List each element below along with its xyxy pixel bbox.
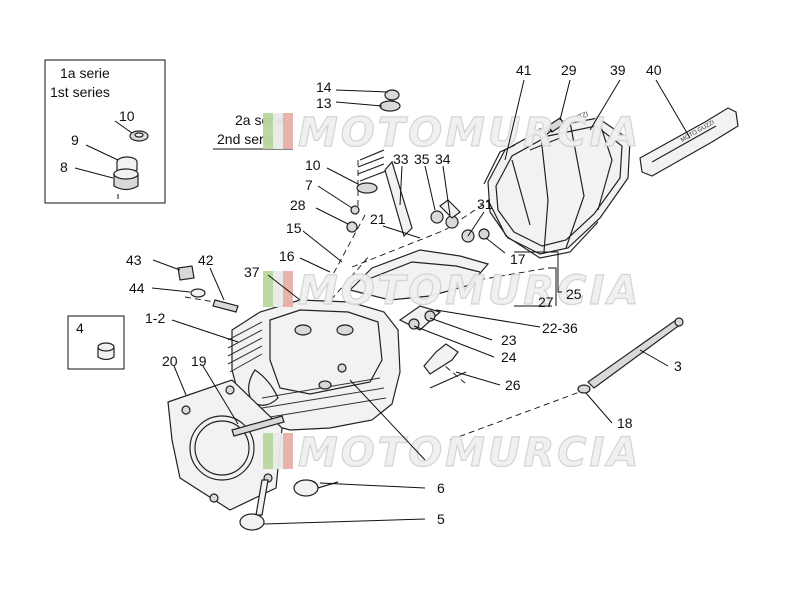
callout-35: 35 <box>414 151 430 167</box>
pushrod-33 <box>384 160 413 238</box>
watermark-text-3: MOTOMURCIA <box>298 430 641 476</box>
watermark-layer: MOTOMURCIA MOTOMURCIA MOTOMURCIA <box>263 109 641 477</box>
valve-5 <box>255 479 269 516</box>
callout-24: 24 <box>501 349 517 365</box>
callout-31: 31 <box>477 196 493 212</box>
callout-7: 7 <box>305 177 313 193</box>
inset-title-line2: 1st series <box>50 84 110 100</box>
callout-1-2: 1-2 <box>145 310 165 326</box>
head-gasket-20 <box>167 379 283 511</box>
stud-19 <box>231 415 285 437</box>
callout-20: 20 <box>162 353 178 369</box>
callout-9: 9 <box>71 132 79 148</box>
valve-spring-group <box>346 89 401 233</box>
small-fasteners <box>177 265 285 437</box>
nut-18 <box>577 384 591 394</box>
valves <box>239 479 339 531</box>
callout-4: 4 <box>76 320 84 336</box>
callout-28: 28 <box>290 197 306 213</box>
callout-6: 6 <box>437 480 445 496</box>
watermark-1: MOTOMURCIA <box>263 109 641 157</box>
washer-44 <box>190 288 206 298</box>
callout-17: 17 <box>510 251 526 267</box>
rocker-assembly <box>348 160 490 389</box>
callout-13: 13 <box>316 95 332 111</box>
callout-16: 16 <box>279 248 295 264</box>
bolt-42 <box>212 299 239 313</box>
callout-22-36: 22-36 <box>542 320 578 336</box>
callout-25: 25 <box>566 286 582 302</box>
second-series-line2: 2nd serie <box>217 131 275 147</box>
callout-18: 18 <box>617 415 633 431</box>
watermark-3: MOTOMURCIA <box>263 429 641 477</box>
callout-10-inset: 10 <box>119 108 135 124</box>
watermark-2: MOTOMURCIA <box>263 267 641 315</box>
callout-labels: 14 13 10 7 28 15 16 37 1-2 20 19 43 42 4… <box>126 62 682 527</box>
inset-title-line1: 1a serie <box>60 65 110 81</box>
callout-44: 44 <box>129 280 145 296</box>
callout-19: 19 <box>191 353 207 369</box>
callout-21: 21 <box>370 211 386 227</box>
rocker-26 <box>423 343 459 375</box>
watermark-text-1: MOTOMURCIA <box>298 110 641 156</box>
callout-43: 43 <box>126 252 142 268</box>
long-stud-3 <box>577 317 684 394</box>
part-4-frame <box>67 315 125 370</box>
callout-27: 27 <box>538 294 554 310</box>
callout-39: 39 <box>610 62 626 78</box>
callout-14: 14 <box>316 79 332 95</box>
inset-frame <box>44 59 166 204</box>
callout-3: 3 <box>674 358 682 374</box>
callout-8: 8 <box>60 159 68 175</box>
watermark-text-2: MOTOMURCIA <box>298 268 641 314</box>
first-series-inset: 1a serie 1st series 10 9 8 <box>44 59 166 204</box>
callout-23: 23 <box>501 332 517 348</box>
callout-42: 42 <box>198 252 214 268</box>
leader-lines <box>151 79 691 525</box>
valve-cover-39: MOTO GUZZI <box>483 111 631 259</box>
callout-26: 26 <box>505 377 521 393</box>
callout-5: 5 <box>437 511 445 527</box>
cover-bracket-40: MOTO GUZZI <box>639 107 739 177</box>
callout-34: 34 <box>435 151 451 167</box>
callout-37: 37 <box>244 264 260 280</box>
callout-15: 15 <box>286 220 302 236</box>
callout-41: 41 <box>516 62 532 78</box>
callout-33: 33 <box>393 151 409 167</box>
callout-40: 40 <box>646 62 662 78</box>
callout-10-main: 10 <box>305 157 321 173</box>
part-4-inset: 4 <box>67 315 125 370</box>
callout-29: 29 <box>561 62 577 78</box>
plug-43 <box>177 265 195 281</box>
